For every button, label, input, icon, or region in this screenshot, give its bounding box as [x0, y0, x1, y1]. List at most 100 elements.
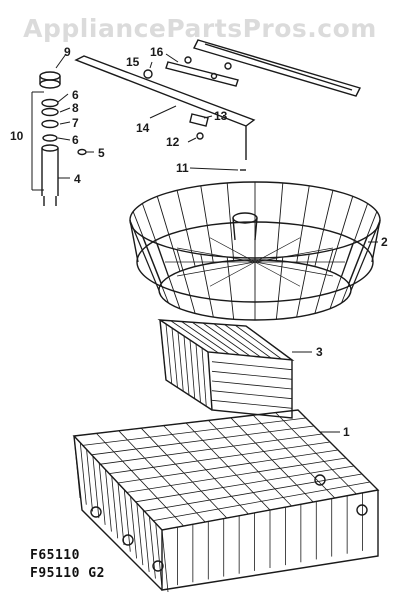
wire [117, 449, 339, 484]
wire [254, 247, 334, 263]
wire [129, 219, 160, 291]
upper-round-rack [129, 181, 381, 321]
wire [181, 321, 230, 355]
wire [213, 323, 261, 358]
wire [329, 196, 354, 272]
wire [211, 370, 293, 380]
wire [170, 320, 219, 354]
wire [149, 516, 156, 579]
wire [111, 476, 119, 539]
wire [117, 482, 125, 546]
callout-2: 2 [381, 235, 388, 249]
wire [165, 323, 173, 384]
wire [296, 254, 310, 318]
callout-7: 7 [72, 116, 79, 130]
callout-8: 8 [72, 101, 79, 115]
wire [211, 361, 293, 371]
wire [314, 249, 334, 314]
wire [192, 321, 240, 356]
cap-part [143, 69, 153, 79]
model-code-1: F65110 [30, 548, 80, 563]
wire [275, 257, 284, 320]
wire [132, 211, 162, 284]
wire [296, 185, 310, 264]
callout-labels: 1 2 3 4 5 6 6 7 8 9 10 11 12 13 14 15 16 [10, 45, 388, 439]
wire [144, 473, 363, 512]
callout-11: 11 [176, 161, 189, 175]
wire [226, 257, 235, 320]
wire [171, 327, 178, 388]
wire [314, 190, 334, 267]
wire [176, 261, 256, 277]
spray-arm-bar [74, 55, 256, 160]
wire [209, 261, 256, 287]
wire [297, 409, 379, 491]
wire [189, 339, 196, 399]
wire [226, 182, 235, 261]
upper-spray-arm [193, 39, 361, 97]
callout-5: 5 [98, 146, 105, 160]
wire [224, 324, 272, 359]
wire [155, 523, 163, 586]
wire [123, 489, 131, 552]
wire [73, 435, 81, 499]
callout-9: 9 [64, 45, 71, 59]
wire [254, 261, 334, 277]
hub-connector [165, 56, 239, 87]
model-code-2: F95110 G2 [30, 566, 105, 581]
callout-1: 1 [343, 425, 350, 439]
wire [153, 481, 371, 521]
watermark: AppliancePartsPros.com [23, 14, 377, 43]
wire [86, 449, 93, 512]
wire [92, 456, 100, 519]
wire [156, 196, 181, 272]
wire [176, 247, 256, 263]
leader-lines [31, 53, 378, 433]
wire [341, 236, 369, 304]
wire [200, 185, 214, 264]
wire [141, 203, 169, 278]
wire [211, 399, 293, 409]
callout-14: 14 [136, 121, 150, 135]
wire [79, 442, 87, 505]
wire [341, 203, 369, 278]
wire [254, 237, 301, 263]
wire [136, 503, 144, 566]
wire [254, 261, 301, 287]
wire [230, 417, 314, 503]
wire [135, 465, 355, 503]
callout-6b: 6 [72, 133, 79, 147]
wire [176, 190, 196, 267]
callout-13: 13 [214, 109, 228, 123]
wire [235, 324, 282, 360]
wire [176, 249, 196, 314]
wire [348, 211, 378, 284]
wire [348, 228, 378, 297]
callout-12: 12 [166, 135, 180, 149]
wire [245, 325, 293, 361]
wire [275, 412, 357, 495]
wire [159, 319, 167, 381]
wire [142, 509, 150, 572]
wire [208, 420, 292, 507]
wire [141, 236, 169, 304]
callout-3: 3 [316, 345, 323, 359]
silverware-basket [157, 319, 295, 419]
wire [98, 462, 106, 525]
wire [126, 457, 347, 493]
wire [200, 254, 214, 318]
wire [130, 496, 137, 559]
wire [195, 343, 201, 403]
wire [211, 390, 293, 400]
callout-4: 4 [74, 172, 81, 186]
callout-10: 10 [10, 129, 24, 143]
wire [202, 322, 251, 357]
callout-16: 16 [150, 45, 164, 59]
clip-part [189, 113, 209, 140]
wire [105, 469, 112, 532]
wire [177, 331, 184, 392]
callout-15: 15 [126, 55, 140, 69]
wire [209, 237, 256, 263]
